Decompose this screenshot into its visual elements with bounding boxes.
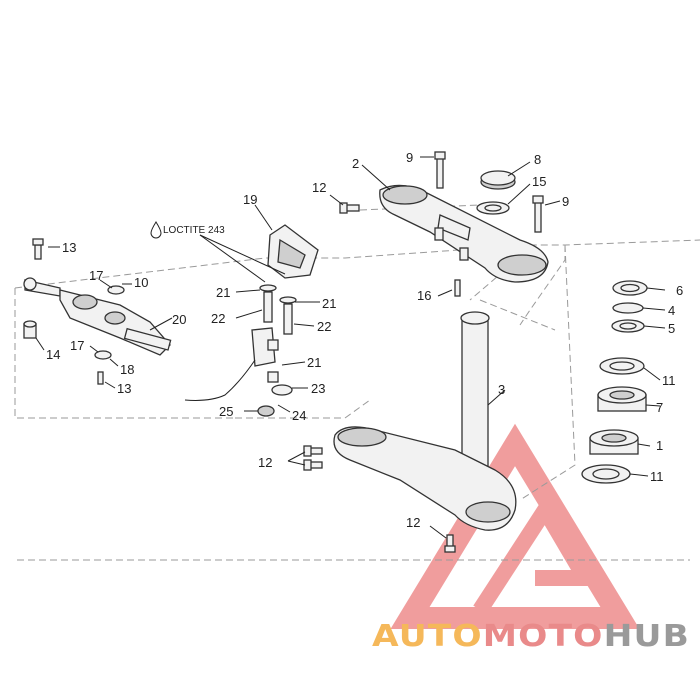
bearing-7 <box>597 386 647 412</box>
o-ring-23 <box>271 384 293 396</box>
callout-21a: 21 <box>216 285 230 300</box>
nut-24 <box>267 371 279 383</box>
callout-2: 2 <box>352 156 359 171</box>
bolt-12b <box>303 445 323 471</box>
upper-triple-clamp <box>379 184 549 283</box>
callout-12c: 12 <box>406 515 420 530</box>
watermark-moto: MOTO <box>483 619 604 654</box>
drop-icon <box>150 221 162 239</box>
callout-21c: 21 <box>307 355 321 370</box>
spacer-22a <box>259 284 277 323</box>
nut-5 <box>611 319 645 333</box>
callout-13b: 13 <box>117 381 131 396</box>
nut-25 <box>257 405 275 417</box>
sensor <box>184 327 279 401</box>
callout-20: 20 <box>172 312 186 327</box>
callout-16: 16 <box>417 288 431 303</box>
watermark-auto: AUTO <box>372 619 483 654</box>
loctite-label: LOCTITE 243 <box>163 225 225 236</box>
cover-19 <box>267 224 319 279</box>
bearing-1 <box>589 429 639 455</box>
callout-18: 18 <box>120 362 134 377</box>
callouts: 1 1 2 3 4 5 6 7 8 9 9 10 11 11 12 12 12 … <box>46 150 683 530</box>
callout-22a: 22 <box>211 311 225 326</box>
callout-11a: 11 <box>662 373 676 388</box>
callout-1-label: 1 <box>656 438 663 453</box>
bolt-16 <box>454 279 461 297</box>
bolt-13a <box>32 238 44 260</box>
callout-3: 3 <box>498 382 505 397</box>
callout-7: 7 <box>656 400 663 415</box>
watermark-hub: HUB <box>604 619 690 654</box>
bolt-13b <box>97 371 104 385</box>
callout-25: 25 <box>219 404 233 419</box>
nut-6 <box>612 280 648 296</box>
callout-10: 10 <box>134 275 148 290</box>
bolt-9b <box>532 195 544 233</box>
callout-21b: 21 <box>322 296 336 311</box>
callout-17b: 17 <box>70 338 84 353</box>
cap-nut <box>480 170 516 190</box>
leader-lines <box>35 156 666 539</box>
callout-24: 24 <box>292 408 306 423</box>
callout-6: 6 <box>676 283 683 298</box>
seal-11b <box>581 464 631 484</box>
callout-9a: 9 <box>406 150 413 165</box>
washer-18 <box>94 350 112 360</box>
seal-11a <box>599 357 645 375</box>
callout-12b: 12 <box>258 455 272 470</box>
washer-15 <box>476 201 510 215</box>
loctite-note: LOCTITE 243 <box>150 221 225 239</box>
bushing-14 <box>23 320 37 339</box>
callout-14: 14 <box>46 347 60 362</box>
lower-triple-clamp <box>333 311 517 531</box>
callout-4: 4 <box>668 303 675 318</box>
washer-4 <box>612 302 644 314</box>
bolt-12c <box>444 534 456 553</box>
callout-9b: 9 <box>562 194 569 209</box>
spacer-22b <box>279 296 297 335</box>
callout-23: 23 <box>311 381 325 396</box>
callout-12a: 12 <box>312 180 326 195</box>
bolt-9a <box>434 151 446 189</box>
callout-5: 5 <box>668 321 675 336</box>
callout-17a: 17 <box>89 268 103 283</box>
steering-damper <box>23 277 172 356</box>
callout-19: 19 <box>243 192 257 207</box>
callout-15: 15 <box>532 174 546 189</box>
callout-8: 8 <box>534 152 541 167</box>
bolt-12a <box>339 202 360 214</box>
callout-22b: 22 <box>317 319 331 334</box>
callout-13a: 13 <box>62 240 76 255</box>
callout-11b: 11 <box>650 469 664 484</box>
